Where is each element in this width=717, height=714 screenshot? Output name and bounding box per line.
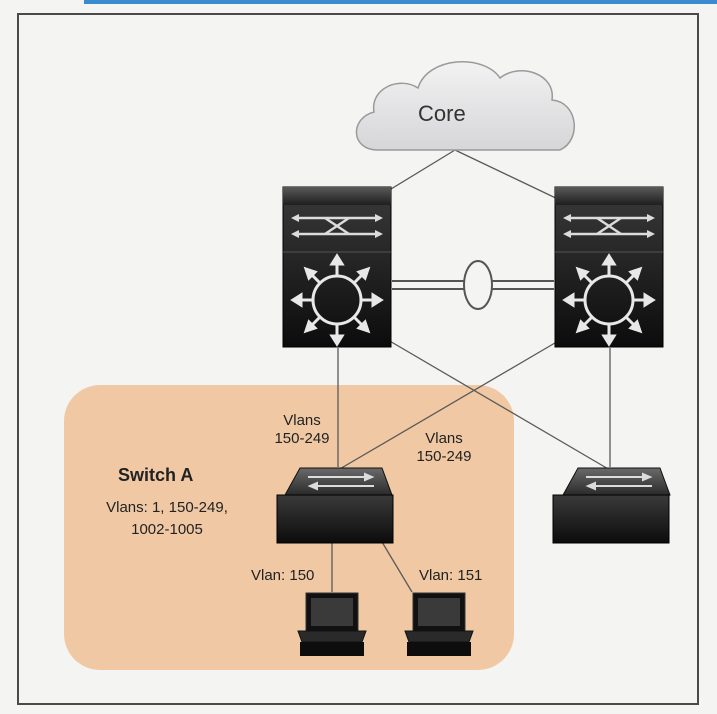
switch-a-vlans-line1: Vlans: 1, 150-249,	[106, 499, 228, 516]
diagram-frame	[17, 13, 699, 705]
distribution-switch-right	[554, 186, 664, 348]
links	[331, 149, 611, 593]
uplink-right-line2: 150-249	[416, 448, 472, 465]
host-right-vlan-label: Vlan: 151	[419, 567, 483, 584]
distribution-switch-left	[282, 186, 392, 348]
laptop-left	[297, 592, 367, 656]
uplink-left-line2: 150-249	[274, 430, 330, 447]
access-switch-right	[552, 467, 671, 544]
uplink-left-label: Vlans 150-249	[268, 412, 336, 448]
port-channel-ellipse	[463, 260, 493, 310]
laptop-right	[404, 592, 474, 656]
switch-a-device	[276, 467, 394, 544]
core-cloud	[355, 61, 575, 151]
link-right-switch-a	[337, 339, 561, 471]
port-channel	[392, 260, 554, 310]
switch-a-title: Switch A	[118, 465, 194, 485]
host-left-vlan-label: Vlan: 150	[251, 567, 315, 584]
switch-a-vlans: Vlans: 1, 150-249, 1002-1005	[76, 497, 258, 541]
switch-a-vlans-line2: 1002-1005	[131, 521, 203, 538]
uplink-left-line1: Vlans	[283, 412, 321, 429]
core-cloud-label: Core	[418, 101, 466, 126]
link-host-right	[381, 541, 413, 593]
uplink-right-label: Vlans 150-249	[408, 430, 480, 466]
uplink-right-line1: Vlans	[425, 430, 463, 447]
link-left-access-right	[387, 339, 611, 471]
